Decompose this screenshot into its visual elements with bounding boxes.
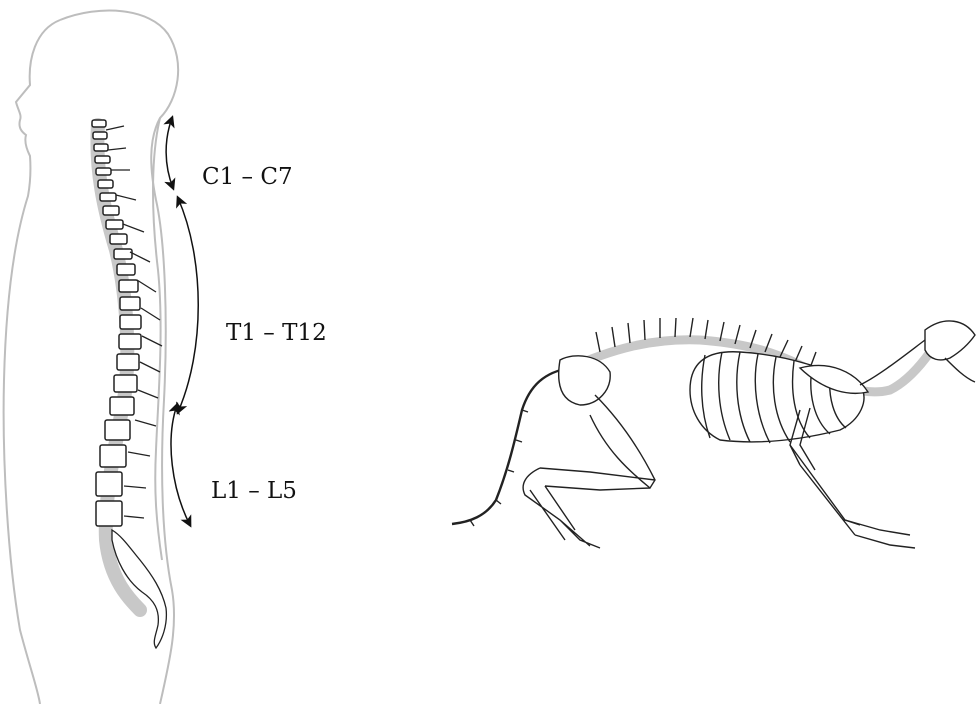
thoracic-label: T1 – T12 xyxy=(226,320,327,346)
lumbar-label: L1 – L5 xyxy=(211,478,297,504)
lumbar-range-arrow xyxy=(171,405,190,525)
cervical-label: C1 – C7 xyxy=(202,164,293,190)
quadruped-skeleton xyxy=(452,318,975,548)
thoracic-range-arrow xyxy=(178,198,198,412)
cervical-range-arrow xyxy=(166,118,173,188)
region-arrows xyxy=(166,118,198,525)
